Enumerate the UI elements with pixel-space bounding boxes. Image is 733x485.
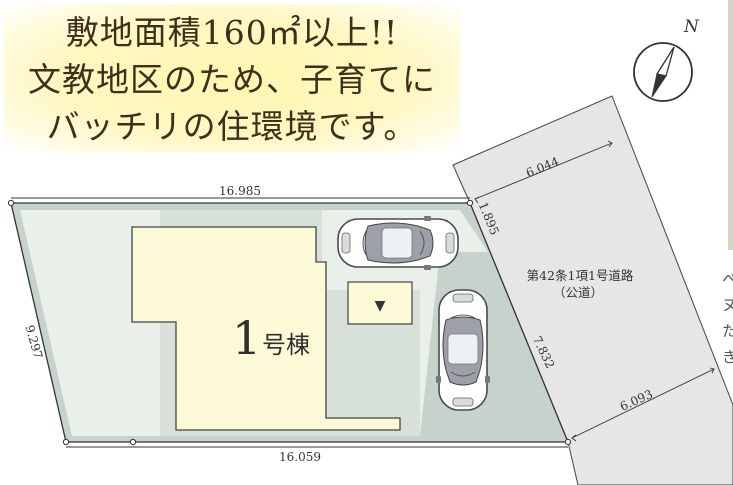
entrance-marker-icon: ▼ <box>375 298 386 314</box>
building-1 <box>131 226 401 431</box>
headline-line-1: 敷地面積160㎡以上!! <box>65 13 399 52</box>
corner-markers <box>7 199 572 446</box>
side-text-1: ベ <box>722 270 733 288</box>
side-text-4: き <box>722 348 733 366</box>
photo-edge <box>728 0 733 250</box>
parked-car-2-icon <box>435 289 491 411</box>
compass-icon: N <box>633 17 700 102</box>
dimension-top: 16.985 <box>219 184 261 198</box>
side-text-2: ヌ <box>722 296 733 314</box>
dimension-bottom: 16.059 <box>279 450 321 464</box>
entrance-box <box>347 281 413 325</box>
road-label-line-2: （公道） <box>553 285 603 300</box>
side-text-3: た <box>722 322 733 340</box>
compass-north-label: N <box>683 17 700 37</box>
headline-line-2: 文教地区のため、子育てに <box>28 60 436 99</box>
road-label-line-1: 第42条1項1号道路 <box>527 268 634 283</box>
building-label-suffix: 号棟 <box>262 331 310 359</box>
headline-banner: 敷地面積160㎡以上!! 文教地区のため、子育てに バッチリの住環境です。 <box>4 4 460 152</box>
headline-line-3: バッチリの住環境です。 <box>46 107 418 146</box>
parked-car-1-icon <box>337 215 459 271</box>
building-number-label: 1 <box>232 311 261 365</box>
dimension-lines <box>11 140 715 448</box>
